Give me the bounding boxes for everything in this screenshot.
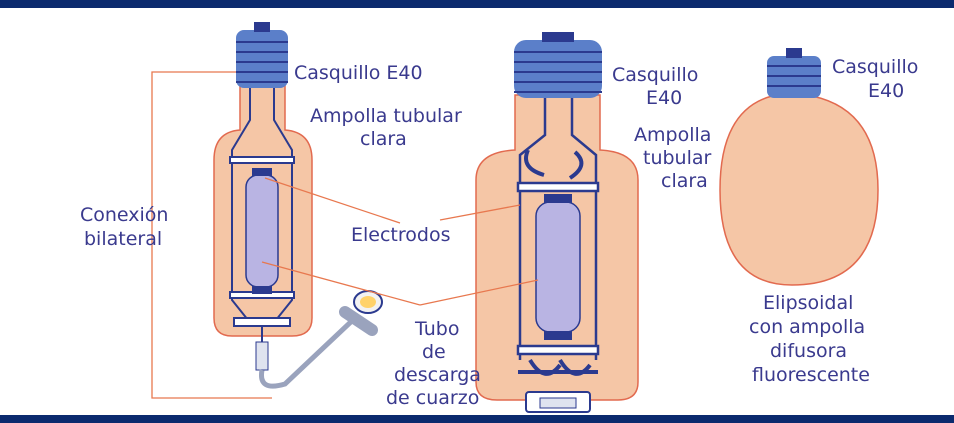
label-casquillo-middle-line1: Casquillo	[612, 64, 699, 86]
leader-electrodos-middle	[439, 204, 521, 221]
lamp-middle-screw-base	[514, 32, 602, 98]
label-tubo-line2: de	[422, 341, 446, 363]
lamp-left-frame	[229, 88, 295, 345]
label-elipsoidal-line3: difusora	[770, 340, 848, 362]
top-rule	[0, 0, 954, 8]
label-elipsoidal-line4: fluorescente	[752, 364, 870, 386]
label-electrodos: Electrodos	[351, 224, 451, 246]
lamp-middle-frame	[516, 98, 600, 376]
lamp-right	[719, 48, 879, 286]
label-casquillo-right-line1: Casquillo	[832, 56, 919, 78]
label-casquillo-right-line2: E40	[868, 80, 905, 102]
label-tubo-line4: de cuarzo	[386, 387, 480, 409]
lamp-right-bulb	[719, 95, 879, 286]
lamp-middle-base-bottom	[525, 391, 591, 413]
label-elipsoidal-line1: Elipsoidal	[763, 292, 854, 314]
label-ampolla-left-line1: Ampolla tubular	[310, 105, 462, 127]
lamp-left	[213, 22, 383, 389]
lamp-right-screw-base	[767, 48, 821, 98]
label-ampolla-middle-line1: Ampolla	[634, 124, 712, 146]
bilateral-connection-bracket	[151, 71, 272, 399]
lamp-middle-discharge-tube	[535, 194, 581, 340]
leader-lines	[261, 177, 539, 306]
label-tubo-line3: descarga	[394, 364, 481, 386]
label-ampolla-left-line2: clara	[360, 128, 407, 150]
label-casquillo-middle-line2: E40	[646, 87, 683, 109]
label-elipsoidal-line2: con ampolla	[749, 316, 866, 338]
lamp-left-discharge-tube	[245, 168, 279, 294]
label-tubo-line1: Tubo	[415, 318, 460, 340]
leader-tubo-left	[261, 261, 421, 306]
lamp-left-screw-base	[236, 22, 288, 88]
bottom-rule	[0, 415, 954, 423]
lamp-middle	[475, 32, 639, 413]
label-conexion-line1: Conexión	[80, 204, 169, 226]
leader-tubo-middle	[419, 279, 539, 306]
label-ampolla-middle-line3: clara	[661, 170, 708, 192]
leader-electrodos-left	[264, 177, 401, 224]
label-ampolla-middle-line2: tubular	[643, 147, 712, 169]
label-casquillo-left: Casquillo E40	[294, 62, 423, 84]
label-conexion-line2: bilateral	[84, 228, 163, 250]
